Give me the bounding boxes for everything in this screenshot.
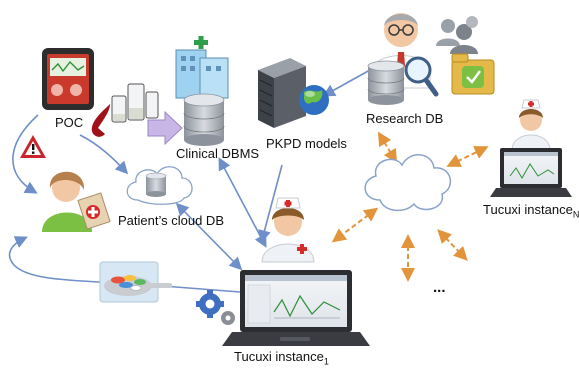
flow-arrow-purple — [147, 110, 183, 146]
label-clinical-dbms: Clinical DBMS — [176, 146, 260, 161]
arrow-poc-to-patient — [12, 114, 39, 194]
blood-drop-icon — [91, 104, 110, 137]
gears-icon — [196, 290, 235, 325]
research-db-cylinder-icon — [367, 60, 405, 105]
arrow-poc-to-cloud — [79, 134, 129, 175]
central-cloud-icon — [364, 154, 452, 212]
nurse-n-icon — [511, 99, 551, 151]
users-group-icon — [436, 16, 478, 54]
label-ellipsis: ... — [433, 279, 446, 296]
hospital-building-icon — [175, 36, 229, 99]
label-tucuxi-instance-n: Tucuxi instanceN — [483, 202, 579, 223]
laptop-tucuxi-1-icon — [222, 270, 370, 346]
arrow-cloud-research — [377, 131, 398, 164]
poc-device-icon — [42, 48, 94, 110]
lab-glassware-icon — [111, 83, 159, 123]
arrow-cloud-tucuxiN — [446, 146, 489, 167]
label-research-db: Research DB — [366, 111, 444, 126]
magnifier-icon — [404, 56, 439, 97]
clinical-db-cylinder-icon — [183, 93, 225, 146]
label-tucuxi-1-sub: 1 — [323, 356, 329, 367]
medication-spoon-icon — [99, 261, 172, 303]
patient-icon — [42, 171, 111, 232]
warning-icon — [20, 135, 46, 158]
arrow-clinical-tucuxi — [218, 157, 267, 248]
globe-icon — [299, 85, 329, 115]
arrow-research-to-pkpd — [322, 69, 371, 97]
nurse-icon — [261, 197, 315, 263]
laptop-tucuxi-n-icon — [490, 148, 572, 197]
patient-cloud-icon — [126, 166, 193, 205]
label-patient-cloud-db: Patient’s cloud DB — [118, 213, 224, 228]
label-poc: POC — [55, 115, 84, 130]
arrow-cloud-downright — [437, 229, 468, 261]
secure-folder-icon — [451, 53, 495, 95]
label-tucuxi-instance-1: Tucuxi instance1 — [234, 349, 329, 370]
label-tucuxi-1-text: Tucuxi instance — [234, 349, 324, 364]
label-tucuxi-n-sub: N — [572, 209, 579, 220]
arrow-cloud-tucuxi — [175, 202, 243, 271]
server-icon — [258, 58, 306, 128]
orange-connectors — [331, 131, 489, 282]
arrow-pkpd-to-tucuxi — [258, 164, 283, 244]
label-pkpd-models: PKPD models — [266, 136, 347, 151]
label-tucuxi-n-text: Tucuxi instance — [483, 202, 573, 217]
arrow-cloud-nurse — [331, 207, 379, 243]
